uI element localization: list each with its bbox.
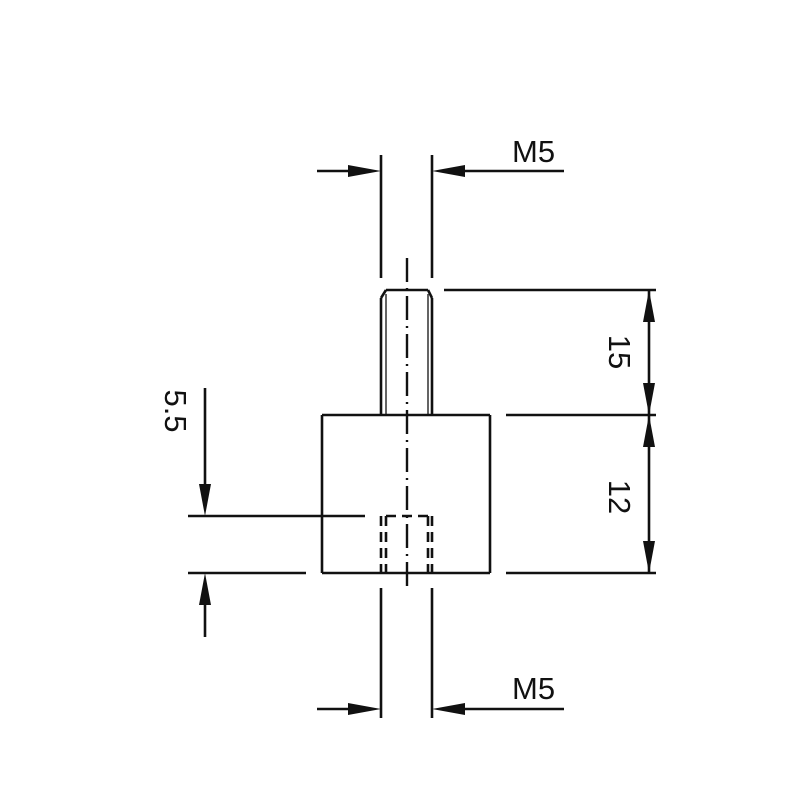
thread-depth-dimension: 5.5: [158, 388, 211, 637]
top-thread-dimension: M5: [317, 134, 564, 177]
extension-lines: [188, 155, 656, 718]
bottom-thread-label: M5: [512, 671, 555, 706]
top-thread-label: M5: [512, 134, 555, 169]
arrow-up-icon: [643, 290, 655, 322]
arrow-down-icon: [643, 383, 655, 415]
arrow-right-icon: [348, 165, 381, 177]
stud-length-label: 15: [602, 335, 637, 369]
body-height-dimension: 12: [602, 415, 655, 573]
stud-length-dimension: 15: [602, 290, 655, 415]
arrow-right-icon: [348, 703, 381, 715]
thread-depth-label: 5.5: [158, 389, 193, 432]
arrow-down-icon: [643, 541, 655, 573]
body-height-label: 12: [602, 480, 637, 514]
arrow-up-icon: [643, 415, 655, 447]
bottom-thread-dimension: M5: [317, 671, 564, 715]
arrow-left-icon: [432, 703, 465, 715]
arrow-up-icon: [199, 573, 211, 605]
arrow-down-icon: [199, 484, 211, 516]
arrow-left-icon: [432, 165, 465, 177]
threaded-stud: [379, 288, 434, 415]
